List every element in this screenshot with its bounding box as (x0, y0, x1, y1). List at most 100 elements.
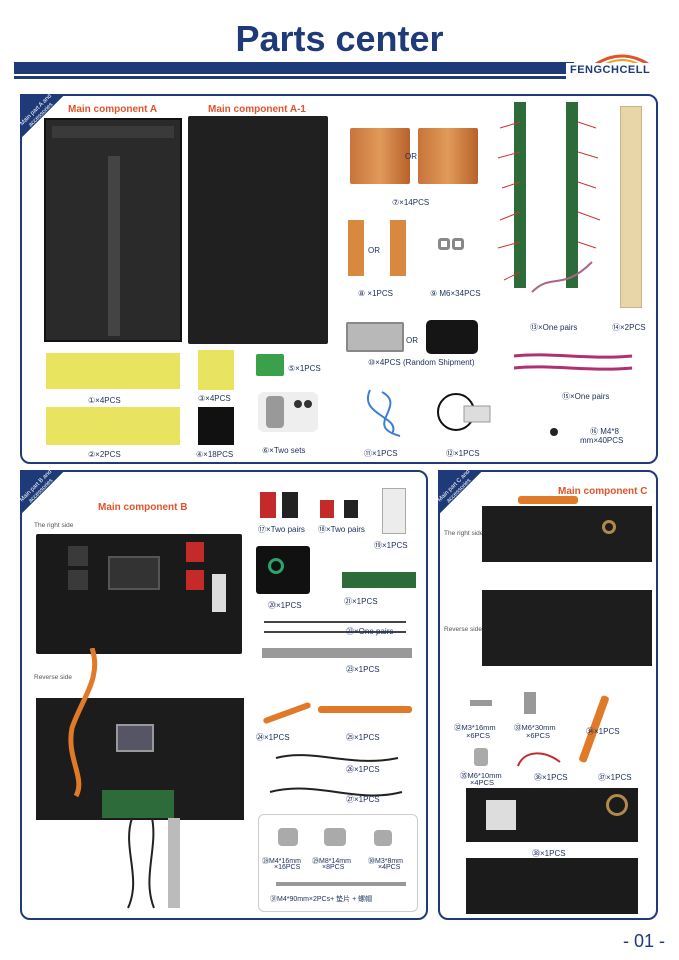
label-item-33a: ㉝M6*30mm (514, 723, 556, 732)
plastic-handle-image (426, 320, 478, 354)
screw-m4-image (550, 428, 558, 436)
reverse-cables-image (68, 648, 180, 909)
label-item-30b: ×4PCS (378, 864, 401, 871)
nut-image (438, 238, 450, 250)
busbar-cable-24-image (262, 701, 312, 725)
label-item-12: ⑫×1PCS (446, 449, 480, 458)
busbar-cable-25-image (318, 706, 412, 713)
label-reverse-side-c: Reverse side (444, 626, 482, 633)
pad-yellow-image (198, 350, 234, 390)
label-item-2: ②×2PCS (88, 450, 121, 459)
page-number: - 01 - (622, 931, 665, 951)
label-item-23: ㉓×1PCS (346, 665, 380, 674)
long-bolt-image (276, 882, 406, 886)
label-item-8: ⑧ ×1PCS (358, 289, 393, 298)
panel-main-part-c: Main part C and accessories Main compone… (438, 470, 658, 920)
label-item-6: ⑥×Two sets (262, 446, 306, 455)
label-item-4: ④×18PCS (196, 450, 234, 459)
title-component-a: Main component A (68, 104, 158, 115)
busbar-b-image (390, 220, 406, 276)
sampling-harness-b-image (566, 102, 578, 288)
title-component-b: Main component B (98, 502, 188, 513)
network-cable-image (366, 389, 401, 437)
insulation-sheet-2-image (46, 407, 180, 445)
harness-cable-pair-image (513, 353, 633, 371)
cable-27-image (269, 787, 403, 797)
header-bar-thin (14, 76, 574, 79)
insulation-sheet-1-image (46, 353, 180, 389)
cable-pair-22-image (264, 621, 406, 633)
label-item-32a: ㉜M3*16mm (454, 723, 496, 732)
lcd-display-image (256, 546, 310, 594)
reverse-control-panel-image (36, 698, 244, 820)
label-item-29a: ㉙M8*14mm (312, 858, 351, 865)
terminal-pair-image (320, 500, 334, 518)
page-title: Parts center (235, 18, 444, 59)
label-item-3: ③×4PCS (198, 394, 231, 403)
battery-enclosure-image (44, 118, 182, 342)
label-item-25: ㉕×1PCS (346, 733, 380, 742)
label-item-30a: ㉚M3*8mm (368, 858, 404, 865)
terminal-red-image (260, 492, 276, 518)
panel-b-corner: Main part B and accessories (20, 470, 66, 516)
screw-m8-14-image (324, 828, 346, 846)
label-item-7: ⑦×14PCS (392, 198, 430, 207)
communication-board-image (342, 572, 416, 588)
label-item-31: ㉛M4*90mm×2PCs+ 垫片 + 螺帽 (270, 896, 373, 903)
label-reverse-side-b: Reverse side (34, 674, 72, 681)
handle-kit-image (258, 392, 318, 432)
label-item-22: ㉒×One pairs (346, 627, 394, 636)
cable-26-image (275, 754, 399, 762)
title-component-a1: Main component A-1 (208, 104, 306, 115)
label-right-side-c: The right side (444, 530, 484, 537)
label-item-15: ⑮×One pairs (562, 392, 610, 401)
terminal-pair-2-image (344, 500, 358, 518)
sensor-cable-image (437, 393, 491, 431)
flexible-busbar-a-image (350, 128, 410, 184)
label-item-26: ㉖×1PCS (346, 765, 380, 774)
component-c-reverse-image (482, 590, 652, 666)
ribbon-cable-image (262, 648, 412, 658)
circuit-breaker-image (382, 488, 406, 534)
screw-m3-16-image (470, 700, 492, 706)
bms-board-image (466, 788, 638, 842)
terminal-black-image (282, 492, 298, 518)
label-item-21: ㉑×1PCS (344, 597, 378, 606)
screw-m6-30-image (524, 692, 536, 714)
screw-m4-16-image (278, 828, 298, 846)
label-item-5: ⑤×1PCS (288, 364, 321, 373)
panel-c-corner: Main part C and accessories (438, 470, 484, 516)
steel-handle-image (346, 322, 404, 352)
label-item-35a: ㉟M6*10mm (460, 771, 502, 780)
sampling-harness-a-image (514, 102, 526, 288)
label-item-32b: ×6PCS (466, 731, 490, 740)
label-item-37: ㊲×1PCS (598, 773, 632, 782)
title-component-c: Main component C (558, 486, 648, 497)
label-item-16b: mm×40PCS (580, 436, 624, 445)
label-item-36: ㊱×1PCS (534, 773, 568, 782)
screw-m6-10-image (474, 748, 488, 766)
label-item-17: ⑰×Two pairs (258, 525, 305, 534)
label-item-38: ㊳×1PCS (532, 849, 566, 858)
label-item-13: ⑬×One pairs (530, 323, 578, 332)
label-item-28a: ㉘M4*16mm (262, 858, 301, 865)
label-item-28b: ×16PCS (274, 864, 301, 871)
header-bar (14, 62, 574, 74)
or-text-2: OR (368, 246, 380, 255)
label-item-18: ⑱×Two pairs (318, 525, 365, 534)
panel-main-part-b: Main part B and accessories Main compone… (20, 470, 428, 920)
label-item-9: ⑨ M6×34PCS (430, 289, 481, 298)
bms-board-back-image (466, 858, 638, 914)
component-c-front-image (482, 496, 652, 562)
busbar-a-image (348, 220, 364, 276)
or-text-1: OR (405, 152, 417, 161)
screws-kit-box (258, 814, 418, 912)
terminal-connector-image (256, 354, 284, 376)
label-item-14: ⑭×2PCS (612, 323, 646, 332)
brand-logo (566, 54, 678, 79)
label-item-34: ㉞×1PCS (586, 727, 620, 736)
flexible-busbar-b-image (418, 128, 478, 184)
nut-image-2 (452, 238, 464, 250)
label-item-33b: ×6PCS (526, 731, 550, 740)
or-text-3: OR (406, 336, 418, 345)
